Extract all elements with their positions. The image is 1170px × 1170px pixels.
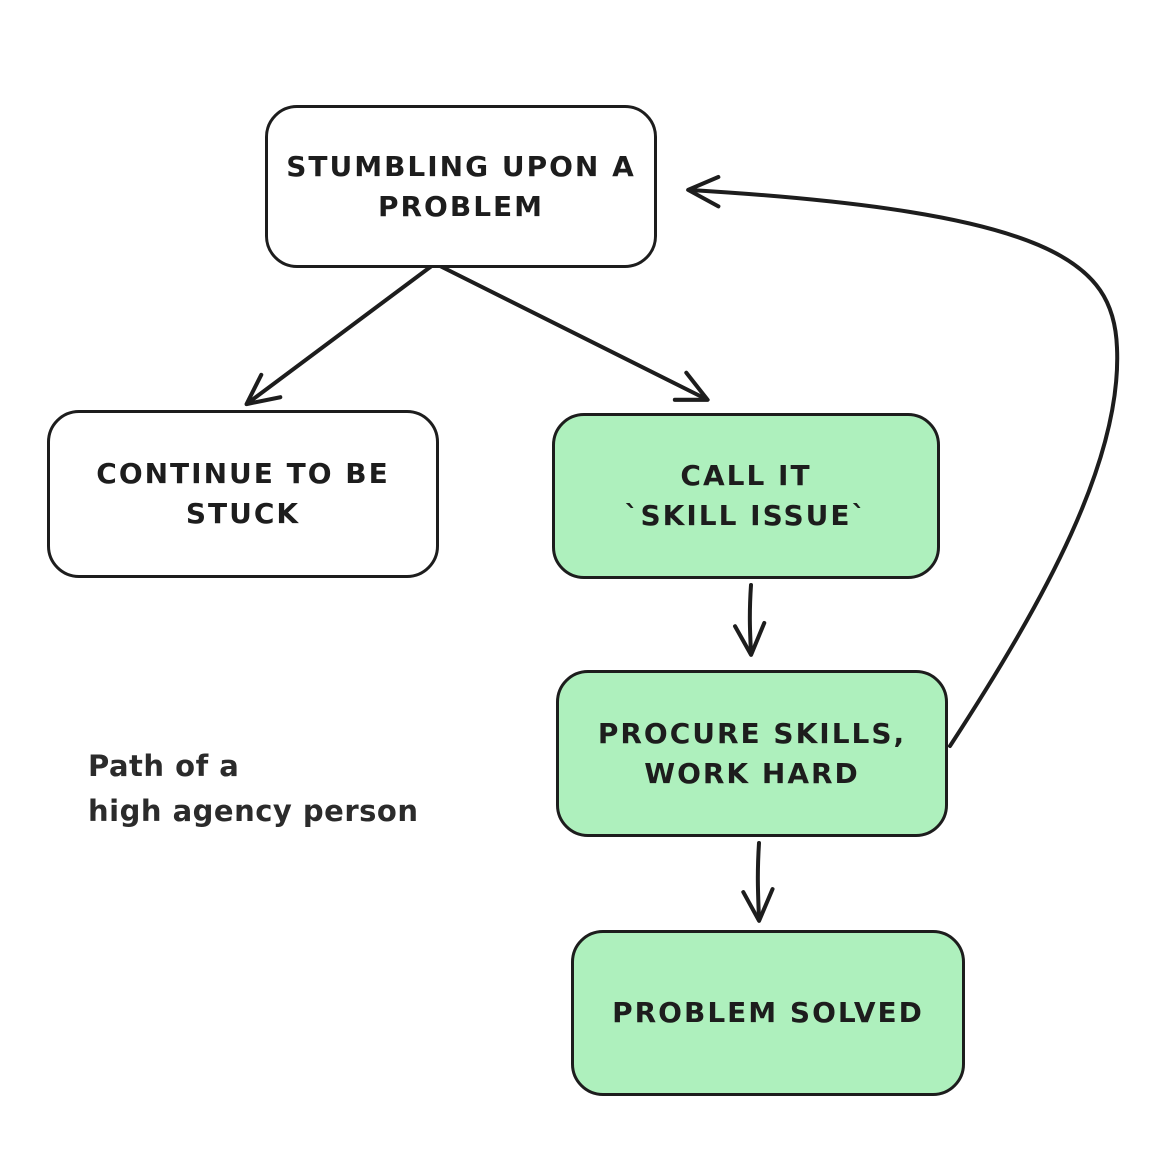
node-text-line: CONTINUE TO BE — [96, 457, 390, 490]
node-continue-to-be-stuck: CONTINUE TO BE STUCK — [47, 410, 439, 578]
node-text-line: PROBLEM — [377, 189, 545, 223]
node-stumbling-upon-a-problem: STUMBLING UPON A PROBLEM — [265, 105, 657, 268]
node-text-line: PROCURE SKILLS, — [597, 716, 907, 750]
caption-path-of-high-agency-person: Path of a high agency person — [88, 744, 418, 834]
node-text-line: STUMBLING UPON A — [286, 149, 636, 183]
node-problem-solved: PROBLEM SOLVED — [571, 930, 965, 1096]
arrow-procure-to-solved — [741, 841, 775, 923]
node-procure-skills-work-hard: PROCURE SKILLS, WORK HARD — [556, 670, 948, 837]
arrow-skill-issue-to-procure — [733, 583, 767, 657]
node-text-line: CALL IT — [680, 459, 812, 492]
arrow-stumbling-to-skill-issue — [432, 261, 710, 402]
caption-line: Path of a — [88, 749, 240, 783]
node-text-line: PROBLEM SOLVED — [612, 996, 924, 1029]
node-call-it-skill-issue: CALL IT `SKILL ISSUE` — [552, 413, 940, 579]
arrow-stumbling-to-stuck — [244, 257, 443, 407]
node-text-line: `SKILL ISSUE` — [624, 499, 868, 532]
caption-line: high agency person — [88, 794, 419, 828]
node-text-line: STUCK — [185, 497, 301, 530]
node-text-line: WORK HARD — [644, 756, 860, 790]
